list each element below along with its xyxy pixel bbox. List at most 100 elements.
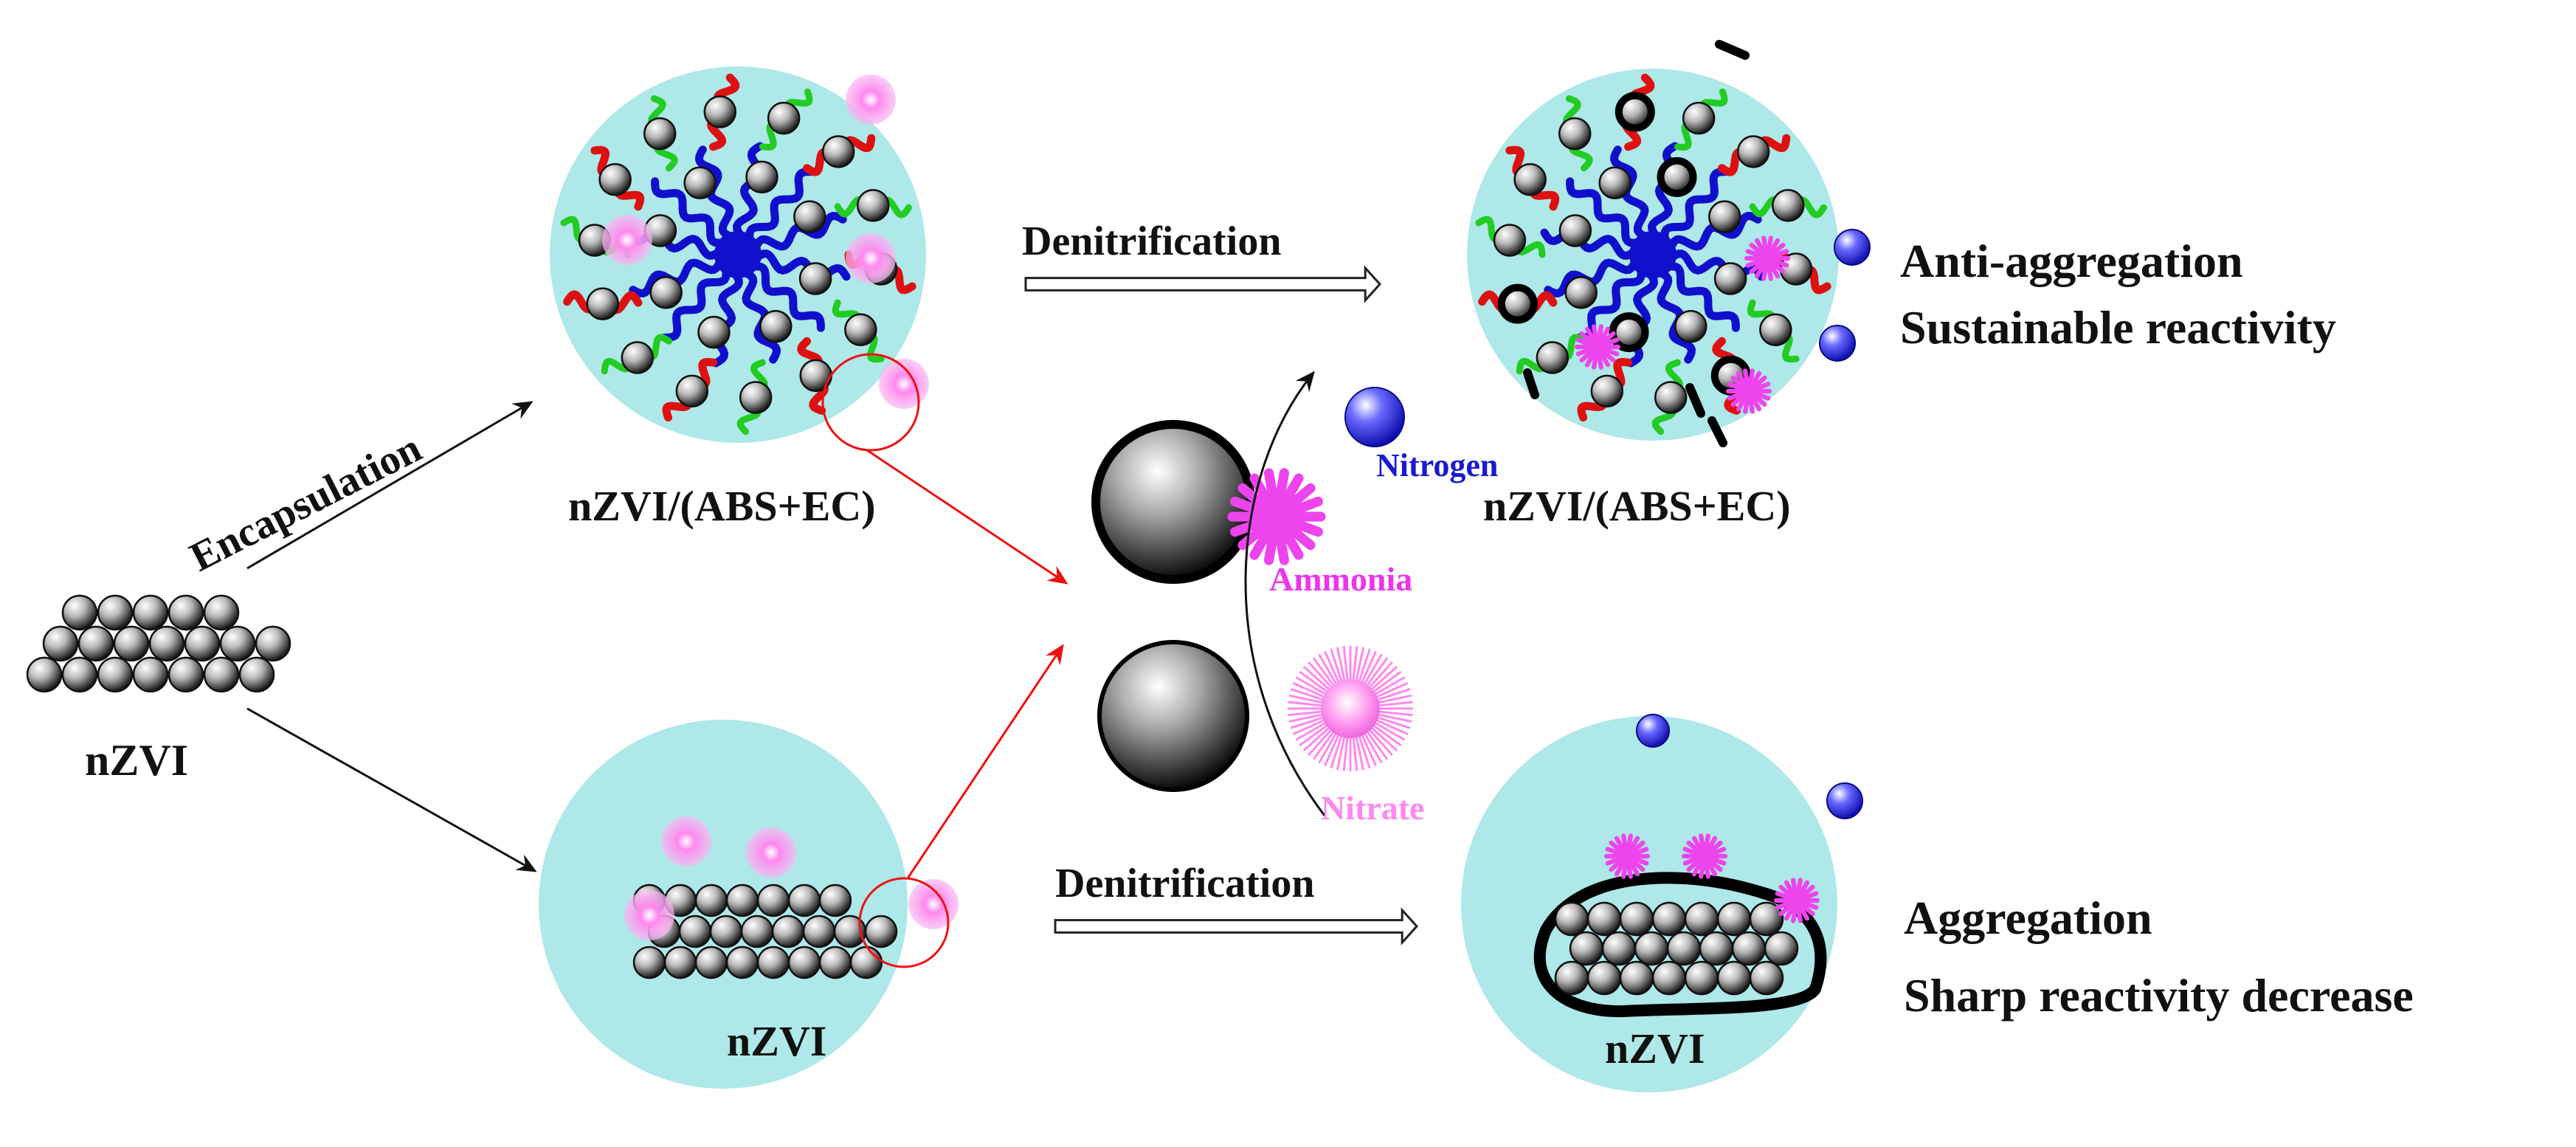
nzvi-particle xyxy=(799,359,833,393)
aged-nzvi-particle xyxy=(1609,312,1649,353)
nzvi-particle xyxy=(1759,313,1792,346)
nzvi-particle xyxy=(798,262,832,295)
bare-path-arrow xyxy=(246,707,537,872)
nzvi-particle xyxy=(219,625,256,662)
nzvi-particle xyxy=(787,946,821,979)
nzvi-particle xyxy=(238,656,275,693)
denitrification-label-top: Denitrification xyxy=(1022,218,1281,264)
aged-nzvi-particle xyxy=(1657,156,1697,197)
nzvi-particle xyxy=(1590,374,1624,408)
nzvi-particle xyxy=(1513,163,1547,196)
nitrate-ion xyxy=(846,233,896,283)
oxide-fragment xyxy=(1715,40,1750,60)
nzvi-particle xyxy=(1684,960,1719,996)
zoom-highlight-circle xyxy=(858,877,950,968)
denitrification-arrow xyxy=(1024,265,1382,303)
nzvi-particle xyxy=(1713,262,1747,295)
nitrogen-molecule xyxy=(1826,782,1863,819)
nzvi-particle xyxy=(767,101,801,135)
oxide-fragment xyxy=(1685,383,1705,418)
nzvi-particle xyxy=(759,310,793,343)
nzvi-particle xyxy=(132,594,169,631)
nzvi-particle xyxy=(255,625,291,662)
nzvi-particle xyxy=(1654,381,1688,414)
nzvi-particle xyxy=(168,594,204,631)
nzvi-particle xyxy=(697,315,731,349)
nzvi-particle xyxy=(1731,931,1767,966)
nzvi-label-bottom-right: nZVI xyxy=(1605,1024,1705,1072)
nitrogen-molecule xyxy=(1636,714,1670,748)
nzvi-particle xyxy=(1699,931,1734,966)
nzvi-particle xyxy=(793,200,826,233)
abs-core xyxy=(1629,231,1677,278)
nzvi-particle xyxy=(802,914,836,948)
nzvi-particle xyxy=(1764,931,1799,966)
denitrification-arrow xyxy=(1054,907,1419,946)
outcome-top-line1: Anti-aggregation xyxy=(1900,235,2243,287)
nzvi-particle xyxy=(1558,214,1592,247)
oxide-shell xyxy=(1533,872,1827,1018)
nitrate-sunburst xyxy=(1288,646,1413,771)
outcome-bottom-line1: Aggregation xyxy=(1904,892,2152,944)
nzvi-abs-ec-label-left: nZVI/(ABS+EC) xyxy=(568,482,876,530)
reaction-nzvi-large xyxy=(1097,640,1249,792)
nzvi-particle xyxy=(1619,901,1654,937)
nzvi-particle xyxy=(132,656,169,693)
nzvi-particle xyxy=(675,374,709,408)
nzvi-particle xyxy=(1634,931,1669,966)
zoom-highlight-circle xyxy=(821,353,920,452)
nzvi-particle xyxy=(725,946,759,979)
aged-nzvi-particle xyxy=(1615,92,1655,132)
nitrate-ion xyxy=(602,215,652,265)
nzvi-particle xyxy=(1716,901,1752,937)
nzvi-particle xyxy=(725,884,759,917)
nzvi-particle xyxy=(632,946,666,979)
ammonia-ion xyxy=(1744,235,1791,281)
encapsulation-arrow xyxy=(246,401,533,570)
nzvi-particle xyxy=(1554,901,1589,937)
nzvi-particle xyxy=(649,276,683,309)
outcome-bottom-line2: Sharp reactivity decrease xyxy=(1904,969,2414,1022)
nzvi-particle xyxy=(1598,166,1631,199)
nzvi-particle xyxy=(97,594,134,631)
nzvi-particle xyxy=(1666,931,1702,966)
nzvi-particle xyxy=(77,625,114,662)
nzvi-particle xyxy=(740,914,774,948)
encapsulation-label: Encapsulation xyxy=(183,425,429,581)
nzvi-particle xyxy=(1601,931,1637,966)
nzvi-particle xyxy=(739,381,773,414)
nzvi-particle xyxy=(1586,901,1622,937)
nzvi-label-bottom-mid: nZVI xyxy=(727,1017,826,1065)
nzvi-particle xyxy=(203,594,240,631)
nzvi-particle xyxy=(1536,341,1570,374)
nzvi-particle xyxy=(1558,117,1592,151)
nzvi-particle xyxy=(168,656,204,693)
nzvi-particle xyxy=(756,884,790,917)
nzvi-particle xyxy=(1736,135,1770,168)
aged-nzvi-particle xyxy=(1497,283,1538,324)
nzvi-particle xyxy=(1772,189,1805,222)
nzvi-particle xyxy=(643,117,677,151)
nzvi-particle xyxy=(864,914,898,948)
zoom-arrow xyxy=(906,644,1064,879)
nitrate-ion xyxy=(879,359,929,409)
nzvi-particle xyxy=(598,163,632,196)
nzvi-particle xyxy=(61,656,98,693)
nzvi-particle xyxy=(663,946,697,979)
nzvi-particle xyxy=(745,160,778,194)
nzvi-particle xyxy=(113,625,150,662)
oxide-fragment xyxy=(1707,416,1727,447)
nzvi-particle xyxy=(1674,310,1707,343)
nitrate-ion xyxy=(746,827,796,878)
nzvi-particle xyxy=(857,189,890,222)
nzvi-particle xyxy=(844,313,877,346)
nzvi-particle xyxy=(709,914,743,948)
nzvi-particle xyxy=(1682,101,1716,135)
ammonia-label: Ammonia xyxy=(1269,560,1412,598)
nzvi-particle xyxy=(1716,960,1752,996)
nzvi-particle xyxy=(1493,224,1527,257)
nzvi-particle xyxy=(703,95,737,128)
nitrate-ion xyxy=(908,879,959,929)
abs-core xyxy=(714,231,762,278)
nzvi-particle xyxy=(1708,200,1741,233)
